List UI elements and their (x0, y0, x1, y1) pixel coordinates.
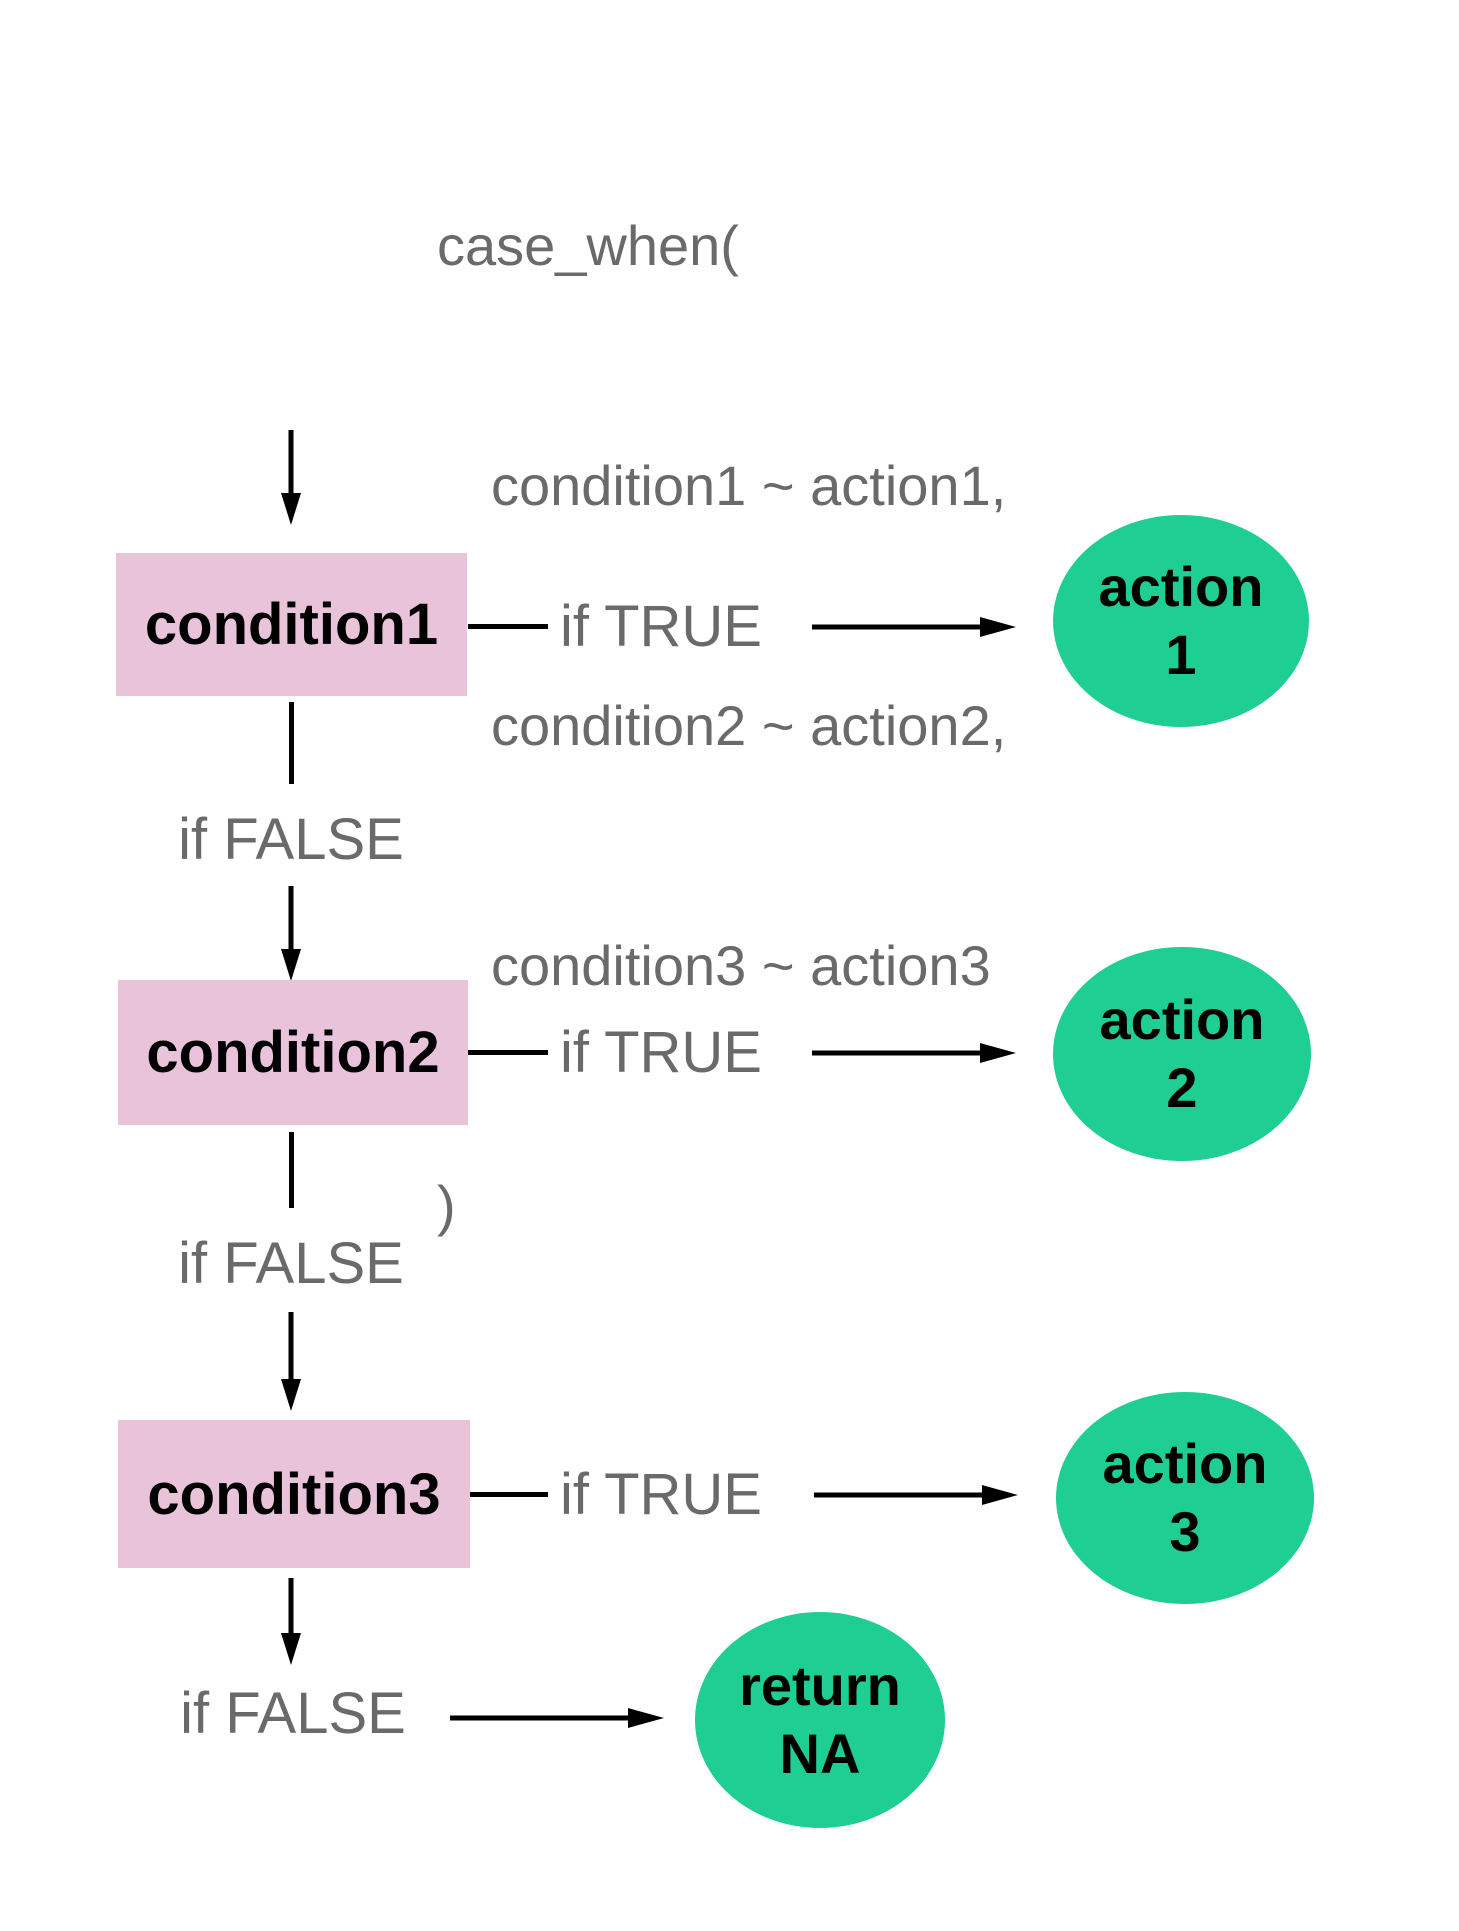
arrow-right-icon (812, 1043, 1016, 1063)
condition1-box: condition1 (116, 553, 467, 696)
action2-node: action 2 (1053, 947, 1311, 1161)
action3-node: action 3 (1056, 1392, 1314, 1604)
condition3-box: condition3 (118, 1420, 470, 1568)
arrow-right-icon (450, 1708, 664, 1728)
action3-label-line2: 3 (1169, 1500, 1201, 1563)
arrow-down-icon (281, 430, 301, 525)
arrow-right-icon (812, 617, 1016, 637)
action2-label-line2: 2 (1166, 1056, 1198, 1119)
action2-label-line1: action (1099, 988, 1265, 1051)
code-line-open: case_when( (437, 214, 739, 277)
action1-label-line2: 1 (1165, 623, 1197, 686)
connector-line (468, 624, 548, 629)
arrow-right-icon (814, 1485, 1018, 1505)
return-na-label-line1: return (739, 1654, 901, 1717)
if-false-label-2: if FALSE (178, 1231, 404, 1296)
action1-node: action 1 (1053, 515, 1309, 727)
if-true-label-1: if TRUE (560, 594, 762, 659)
if-false-label-1: if FALSE (178, 807, 404, 872)
action3-label-line1: action (1102, 1432, 1268, 1495)
arrow-down-icon (281, 886, 301, 981)
code-line-condition3: condition3 ~ action3 (491, 934, 991, 997)
connector-line (468, 1050, 548, 1055)
condition2-label: condition2 (146, 1020, 440, 1085)
code-line-condition2: condition2 ~ action2, (491, 694, 1007, 757)
code-line-close: ) (437, 1174, 456, 1237)
return-na-node: return NA (695, 1612, 945, 1828)
code-line-condition1: condition1 ~ action1, (491, 454, 1007, 517)
return-na-label-line2: NA (779, 1722, 861, 1785)
condition1-label: condition1 (144, 592, 439, 657)
arrow-down-icon (281, 1578, 301, 1665)
connector-line (289, 1132, 294, 1208)
arrow-down-icon (281, 1312, 301, 1411)
condition2-box: condition2 (118, 980, 468, 1125)
connector-line (289, 702, 294, 784)
if-true-label-3: if TRUE (560, 1462, 762, 1527)
code-block: case_when( condition1 ~ action1, conditi… (437, 46, 1006, 1406)
if-false-label-3: if FALSE (180, 1681, 406, 1746)
if-true-label-2: if TRUE (560, 1020, 762, 1085)
action1-label-line1: action (1098, 555, 1264, 618)
condition3-label: condition3 (147, 1461, 441, 1527)
connector-line (470, 1492, 548, 1497)
